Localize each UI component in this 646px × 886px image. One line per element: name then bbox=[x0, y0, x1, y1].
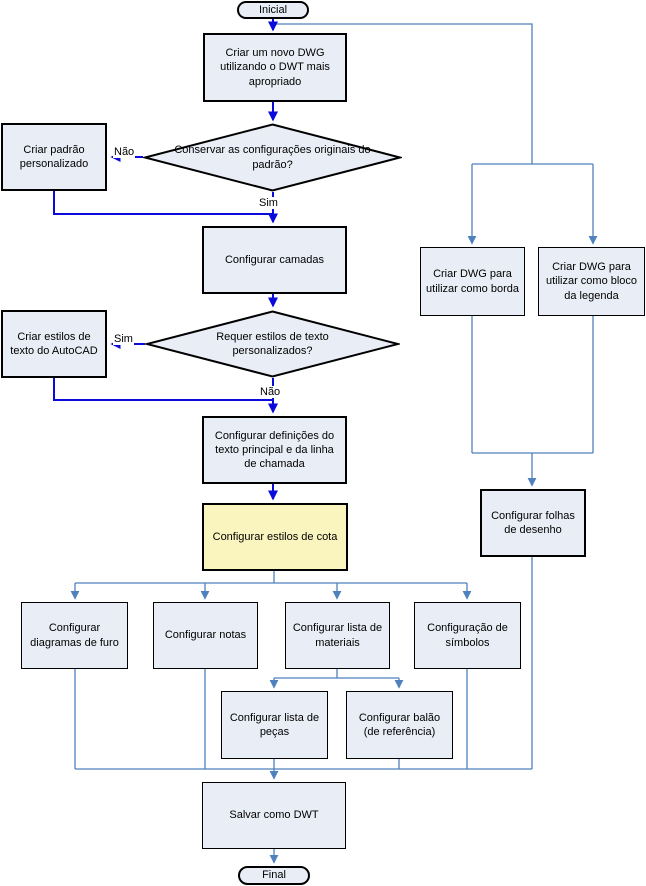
node-configurar-estilos-cota: Configurar estilos de cota bbox=[202, 503, 348, 571]
node-configurar-definicoes-texto: Configurar definições do texto principal… bbox=[202, 416, 347, 484]
node-configurar-camadas: Configurar camadas bbox=[202, 226, 347, 294]
edge-label-nao-conservar: Não bbox=[113, 146, 136, 159]
node-configurar-balao: Configurar balão (de referência) bbox=[346, 691, 453, 759]
node-configurar-lista-materiais: Configurar lista de materiais bbox=[285, 602, 390, 669]
edge-label-sim-requer: Sim bbox=[113, 333, 134, 346]
node-configurar-lista-pecas: Configurar lista de peças bbox=[221, 691, 328, 759]
diamond-shape bbox=[143, 123, 402, 192]
node-criar-dwg-borda: Criar DWG para utilizar como borda bbox=[420, 247, 525, 316]
node-configuracao-simbolos: Configuração de símbolos bbox=[414, 602, 521, 669]
node-decision-requer-estilos: Requer estilos de texto personalizados? bbox=[145, 310, 400, 378]
node-inicial: Inicial bbox=[237, 1, 309, 19]
node-configurar-diagramas-furo: Configurar diagramas de furo bbox=[21, 602, 128, 669]
decision-label: Requer estilos de texto personalizados? bbox=[216, 330, 329, 357]
node-final: Final bbox=[238, 866, 310, 885]
diamond-shape bbox=[145, 310, 400, 378]
edge-label-nao-requer: Não bbox=[259, 386, 282, 399]
node-criar-padrao-personalizado: Criar padrão personalizado bbox=[1, 123, 107, 191]
node-criar-dwg-bloco-legenda: Criar DWG para utilizar como bloco da le… bbox=[538, 247, 645, 316]
node-salvar-como-dwt: Salvar como DWT bbox=[202, 782, 346, 849]
node-criar-novo-dwg: Criar um novo DWG utilizando o DWT mais … bbox=[203, 33, 347, 102]
decision-label: Conservar as configurações originais do … bbox=[174, 144, 371, 171]
node-decision-conservar: Conservar as configurações originais do … bbox=[143, 123, 402, 192]
edge-label-sim-conservar: Sim bbox=[258, 197, 279, 210]
node-criar-estilos-texto-autocad: Criar estilos de texto do AutoCAD bbox=[1, 310, 107, 378]
node-configurar-notas: Configurar notas bbox=[153, 602, 258, 669]
node-configurar-folhas-desenho: Configurar folhas de desenho bbox=[480, 489, 586, 557]
